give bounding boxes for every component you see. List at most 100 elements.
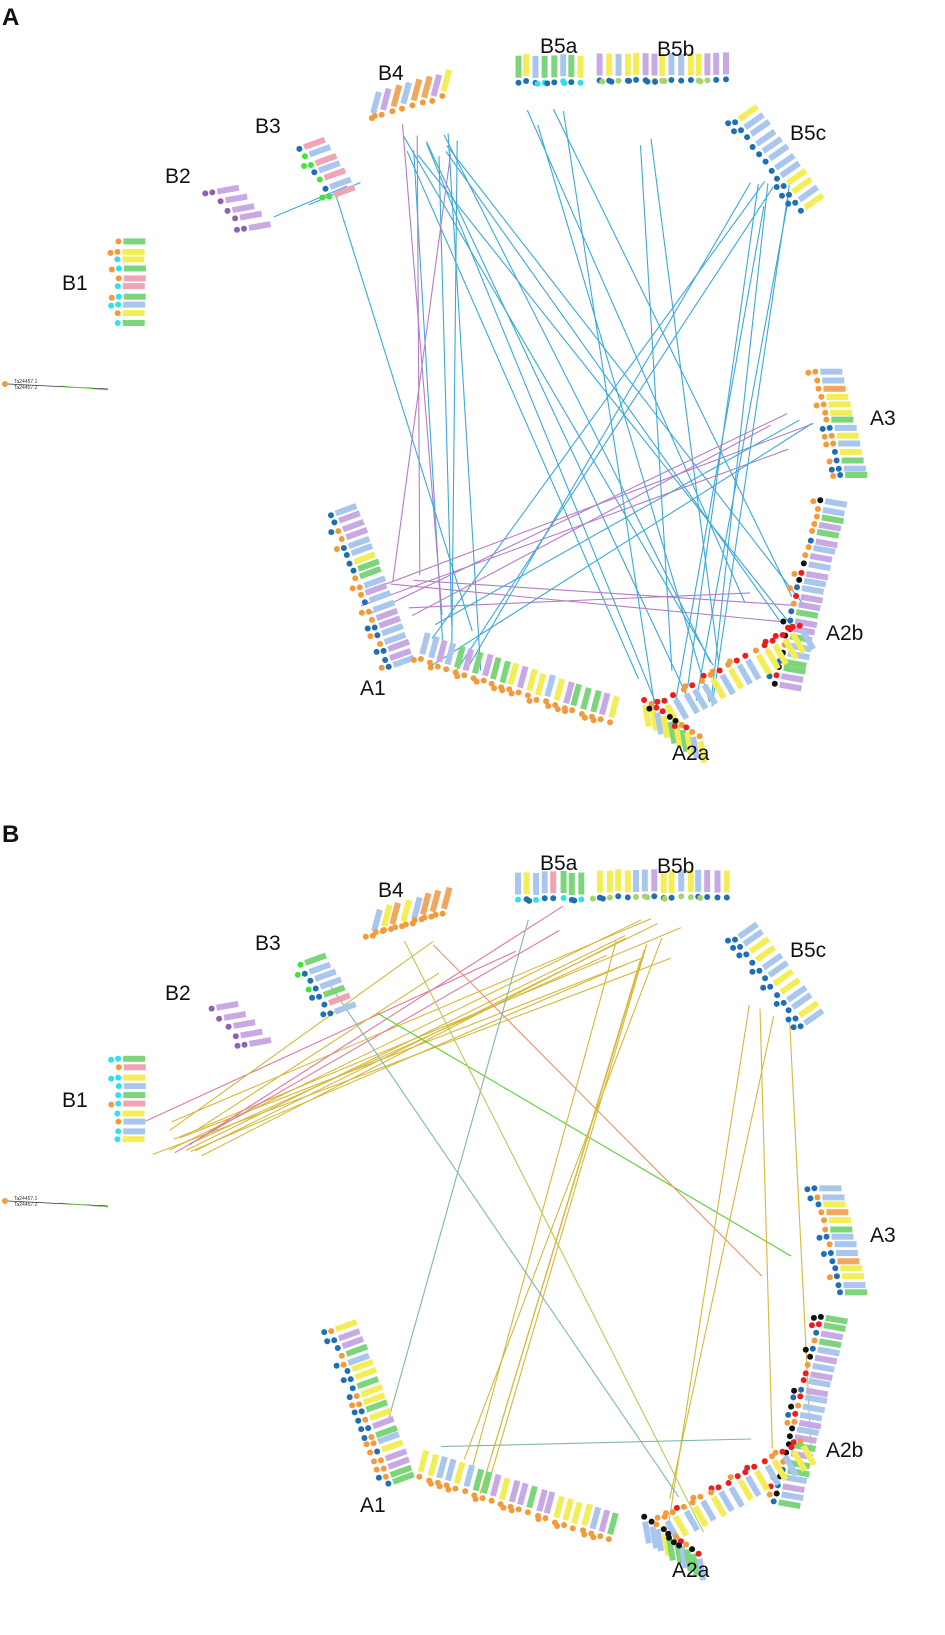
leaf-label-box	[568, 55, 575, 78]
leaf-dot	[378, 664, 385, 671]
leaf-dot	[768, 167, 775, 174]
leaf-dot	[480, 677, 487, 684]
leaf-label-box	[728, 1485, 745, 1508]
leaf-label-box	[223, 1011, 247, 1021]
leaf-dot	[115, 1128, 122, 1135]
leaf-label-box	[123, 293, 146, 300]
leaf-label-box	[553, 1495, 565, 1519]
link-line	[376, 1012, 792, 1257]
leaf-dot	[419, 99, 426, 106]
leaf-label-box	[419, 632, 431, 655]
leaf-dot	[646, 705, 653, 712]
leaf-dot	[479, 1495, 486, 1502]
leaf-dot	[780, 618, 787, 625]
leaf-dot	[749, 959, 756, 966]
leaf-label-box	[560, 54, 567, 77]
leaf-dot	[380, 647, 387, 654]
leaf-dot	[772, 633, 779, 639]
leaf-dot	[805, 544, 812, 551]
leaf-dot	[320, 1011, 327, 1018]
leaf-cluster	[515, 871, 585, 904]
leaf-label-box	[819, 1185, 842, 1192]
leaf-label-box	[668, 870, 675, 893]
leaf-dot	[338, 536, 345, 542]
leaf-label-box	[453, 1461, 466, 1485]
clade-label-b5a: B5a	[540, 35, 578, 58]
leaf-label-box	[534, 673, 547, 696]
leaf-dot	[779, 632, 786, 638]
leaf-dot	[554, 706, 561, 713]
leaf-label-box	[795, 609, 819, 619]
leaf-label-box	[507, 662, 520, 686]
leaf-dot	[544, 80, 551, 87]
leaf-dot	[762, 158, 769, 165]
leaf-label-box	[516, 665, 529, 689]
leaf-dot	[362, 1416, 369, 1423]
leaf-label-box	[123, 275, 146, 282]
leaf-dot	[814, 506, 821, 512]
leaf-dot	[597, 716, 604, 723]
leaf-dot	[823, 441, 830, 448]
leaf-dot	[526, 897, 533, 904]
leaf-dot	[372, 929, 379, 935]
leaf-dot	[773, 1000, 780, 1007]
leaf-label-box	[389, 902, 401, 925]
panel-letter: B	[2, 821, 20, 848]
leaf-dot	[648, 1518, 655, 1525]
leaf-dot	[115, 275, 122, 282]
leaf-dot	[114, 1136, 121, 1143]
leaf-dot	[827, 1250, 834, 1256]
leaf-label-box	[794, 1434, 818, 1444]
leaf-dot	[410, 657, 417, 663]
link-line	[390, 583, 782, 623]
leaf-label-box	[381, 623, 404, 637]
leaf-dot	[784, 1419, 791, 1426]
leaf-dot	[749, 968, 756, 975]
link-line	[360, 448, 789, 607]
leaf-label-box	[799, 1411, 823, 1422]
leaf-label-box	[761, 136, 783, 154]
leaf-label-box	[678, 1545, 689, 1569]
leaf-dot	[668, 77, 675, 83]
leaf-dot	[660, 1526, 667, 1533]
leaf-label-box	[314, 152, 338, 167]
leaf-label-box	[562, 1498, 574, 1521]
leaf-dot	[436, 1483, 443, 1490]
leaf-label-box	[371, 908, 383, 932]
leaf-dot	[689, 1546, 696, 1553]
leaf-dot	[346, 560, 353, 567]
leaf-dot	[795, 1402, 802, 1409]
leaf-dot	[515, 689, 522, 696]
leaf-label-box	[358, 566, 382, 580]
leaf-label-box	[380, 1439, 404, 1453]
leaf-label-box	[329, 176, 352, 190]
link-line	[463, 937, 663, 1460]
link-line	[456, 186, 774, 670]
leaf-dot	[365, 1425, 372, 1432]
leaf-label-box	[673, 725, 684, 749]
leaf-label-box	[357, 558, 380, 572]
link-line	[650, 138, 720, 663]
leaf-label-box	[323, 167, 347, 181]
leaf-dot	[831, 448, 838, 455]
leaf-label-box	[444, 642, 457, 666]
leaf-dot	[392, 924, 399, 931]
leaf-label-box	[472, 1468, 485, 1492]
leaf-dot	[661, 1513, 668, 1520]
leaf-label-box	[334, 1319, 358, 1333]
leaf-label-box	[615, 869, 622, 892]
leaf-dot	[787, 585, 793, 592]
leaf-label-box	[543, 1491, 556, 1515]
leaf-label-box	[701, 683, 718, 706]
link-line	[425, 141, 689, 700]
leaf-label-box	[123, 1118, 146, 1125]
leaf-label-box	[692, 688, 709, 711]
leaf-dot	[562, 708, 569, 715]
leaf-label-box	[774, 152, 796, 171]
leaf-label-box	[683, 692, 700, 715]
leaf-dot	[307, 977, 314, 984]
branch-line	[7, 383, 109, 390]
leaf-label-box	[122, 1110, 145, 1117]
leaf-label-box	[830, 409, 853, 416]
leaf-dot	[439, 910, 446, 917]
